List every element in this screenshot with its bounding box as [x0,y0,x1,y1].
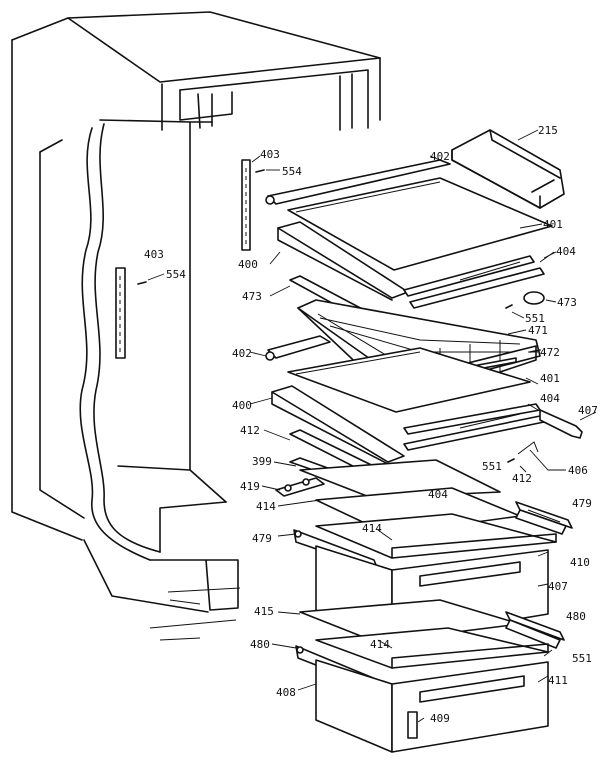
shelf-front-trim-upper [265,155,451,205]
label-414-lower: 414 [370,638,390,651]
label-410: 410 [570,556,590,569]
label-401-middle: 401 [540,372,560,385]
drawer-rail-479-right [515,501,573,535]
label-554-upper: 554 [282,165,302,178]
shelf-frame-upper [277,221,555,309]
label-404-lower: 404 [428,488,448,501]
shelf-bracket-407 [539,409,597,439]
shelf-ladder-left [115,267,126,359]
dairy-bin [451,129,565,209]
glass-shelf-upper [287,177,553,271]
label-404-middle: 404 [540,392,560,405]
label-551-middle: 551 [482,460,502,473]
label-554-left: 554 [166,268,186,281]
label-419: 419 [240,480,260,493]
drawer-cover-411 [315,627,549,669]
label-215: 215 [538,124,558,137]
label-414-upper: 414 [362,522,382,535]
drawer-cover-410 [315,513,557,559]
label-412-left: 412 [240,424,260,437]
leader-lines [249,251,557,723]
label-402-middle: 402 [232,347,252,360]
label-399: 399 [252,455,272,468]
label-402-upper: 402 [430,150,450,163]
label-551-upper: 551 [525,312,545,325]
drawer-rail-419 [275,477,325,497]
label-472: 472 [540,346,560,359]
shelf-support-399 [289,457,501,499]
label-412-right: 412 [512,472,532,485]
label-400-middle: 400 [232,399,252,412]
label-403-upper: 403 [260,148,280,161]
drawer-pan-408 [315,659,549,753]
label-479-left: 479 [252,532,272,545]
label-400-upper: 400 [238,258,258,271]
glass-shelf-middle [287,347,531,413]
part-labels: 215 402 403 554 401 403 554 404 400 473 … [144,124,598,725]
shelf-bracket-473 [523,291,557,305]
bracket-406-leader [529,449,566,471]
drawer-rail-480-right [505,611,565,649]
label-479-right: 479 [572,497,592,510]
label-411: 411 [548,674,568,687]
shelf-frame-middle [271,385,545,465]
label-414-left: 414 [256,500,276,513]
label-408: 408 [276,686,296,699]
screw-551-upper [505,304,525,319]
cabinet-liner [11,11,381,641]
label-415: 415 [254,605,274,618]
label-551-lower: 551 [572,652,592,665]
label-473-left: 473 [242,290,262,303]
label-404-upper: 404 [556,245,576,258]
ladder-screw-left [137,273,165,285]
label-480-right: 480 [566,610,586,623]
label-471: 471 [528,324,548,337]
label-409: 409 [430,712,450,725]
label-401-upper: 401 [543,218,563,231]
shelf-ladder-upper [241,155,261,251]
label-407-upper: 407 [578,404,598,417]
label-407-lower: 407 [548,580,568,593]
label-480-left: 480 [250,638,270,651]
label-473-right: 473 [557,296,577,309]
label-406: 406 [568,464,588,477]
ladder-screw-upper [255,169,280,173]
screw-551-middle [507,441,539,463]
label-403-left: 403 [144,248,164,261]
